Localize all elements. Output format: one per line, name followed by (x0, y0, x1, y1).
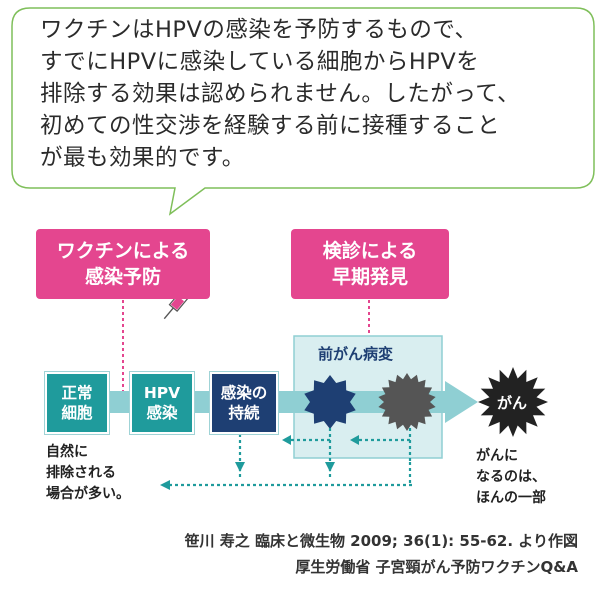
screening-box-line2: 早期発見 (331, 266, 408, 288)
vaccine-box-line1: ワクチンによる (56, 240, 190, 262)
source-caption-line1: 笹川 寿之 臨床と微生物 2009; 36(1): 55-62. より作図 (184, 532, 578, 550)
bubble-line: すでにHPVに感染している細胞からHPVを (40, 49, 480, 75)
bubble-line: ワクチンはHPVの感染を予防するもので、 (40, 17, 478, 43)
bubble-text: ワクチンはHPVの感染を予防するもので、 すでにHPVに感染している細胞からHP… (40, 14, 590, 174)
eliminated-line: 場合が多い。 (46, 486, 130, 502)
precancer-label: 前がん病変 (318, 345, 394, 363)
stage-normal-line1: 正常 (61, 384, 93, 402)
few-cancer-line: がんに (476, 448, 518, 464)
stage-persistent-infection: 感染の 持続 (210, 372, 278, 434)
bubble-line: が最も効果的です。 (40, 145, 245, 171)
stage-hpv-line1: HPV (143, 384, 181, 402)
stage-hpv-infection: HPV 感染 (130, 372, 194, 434)
stage-hpv-line2: 感染 (146, 404, 178, 422)
bubble-line: 排除する効果は認められません。したがって、 (40, 81, 521, 107)
few-cancer-line: なるのは、 (476, 469, 546, 485)
stage-normal-cell: 正常 細胞 (45, 372, 109, 434)
vaccine-prevention-box: ワクチンによる 感染予防 (36, 229, 210, 299)
few-cancer-note: がんに なるのは、 ほんの一部 (476, 446, 546, 509)
source-caption-line2: 厚生労働省 子宮頸がん予防ワクチンQ&A (295, 558, 578, 576)
vaccine-box-line2: 感染予防 (84, 266, 161, 288)
precancer-cell-early (304, 375, 356, 429)
eliminated-note: 自然に 排除される 場合が多い。 (46, 442, 130, 505)
stage-persistent-line1: 感染の (220, 384, 268, 402)
eliminated-line: 排除される (46, 465, 116, 481)
few-cancer-line: ほんの一部 (476, 490, 546, 506)
screening-box: 検診による 早期発見 (291, 229, 449, 299)
cancer-label: がん (497, 394, 528, 412)
regression-arrowheads (160, 435, 359, 490)
stage-persistent-line2: 持続 (228, 404, 260, 422)
stage-normal-line2: 細胞 (61, 404, 93, 422)
cancer-cell (478, 367, 548, 437)
progression-arrow (100, 381, 478, 423)
precancer-cell-late (378, 373, 436, 431)
eliminated-line: 自然に (46, 444, 88, 460)
screening-box-line1: 検診による (322, 240, 418, 262)
speech-bubble (11, 7, 595, 216)
bubble-line: 初めての性交渉を経験する前に接種すること (40, 113, 501, 139)
